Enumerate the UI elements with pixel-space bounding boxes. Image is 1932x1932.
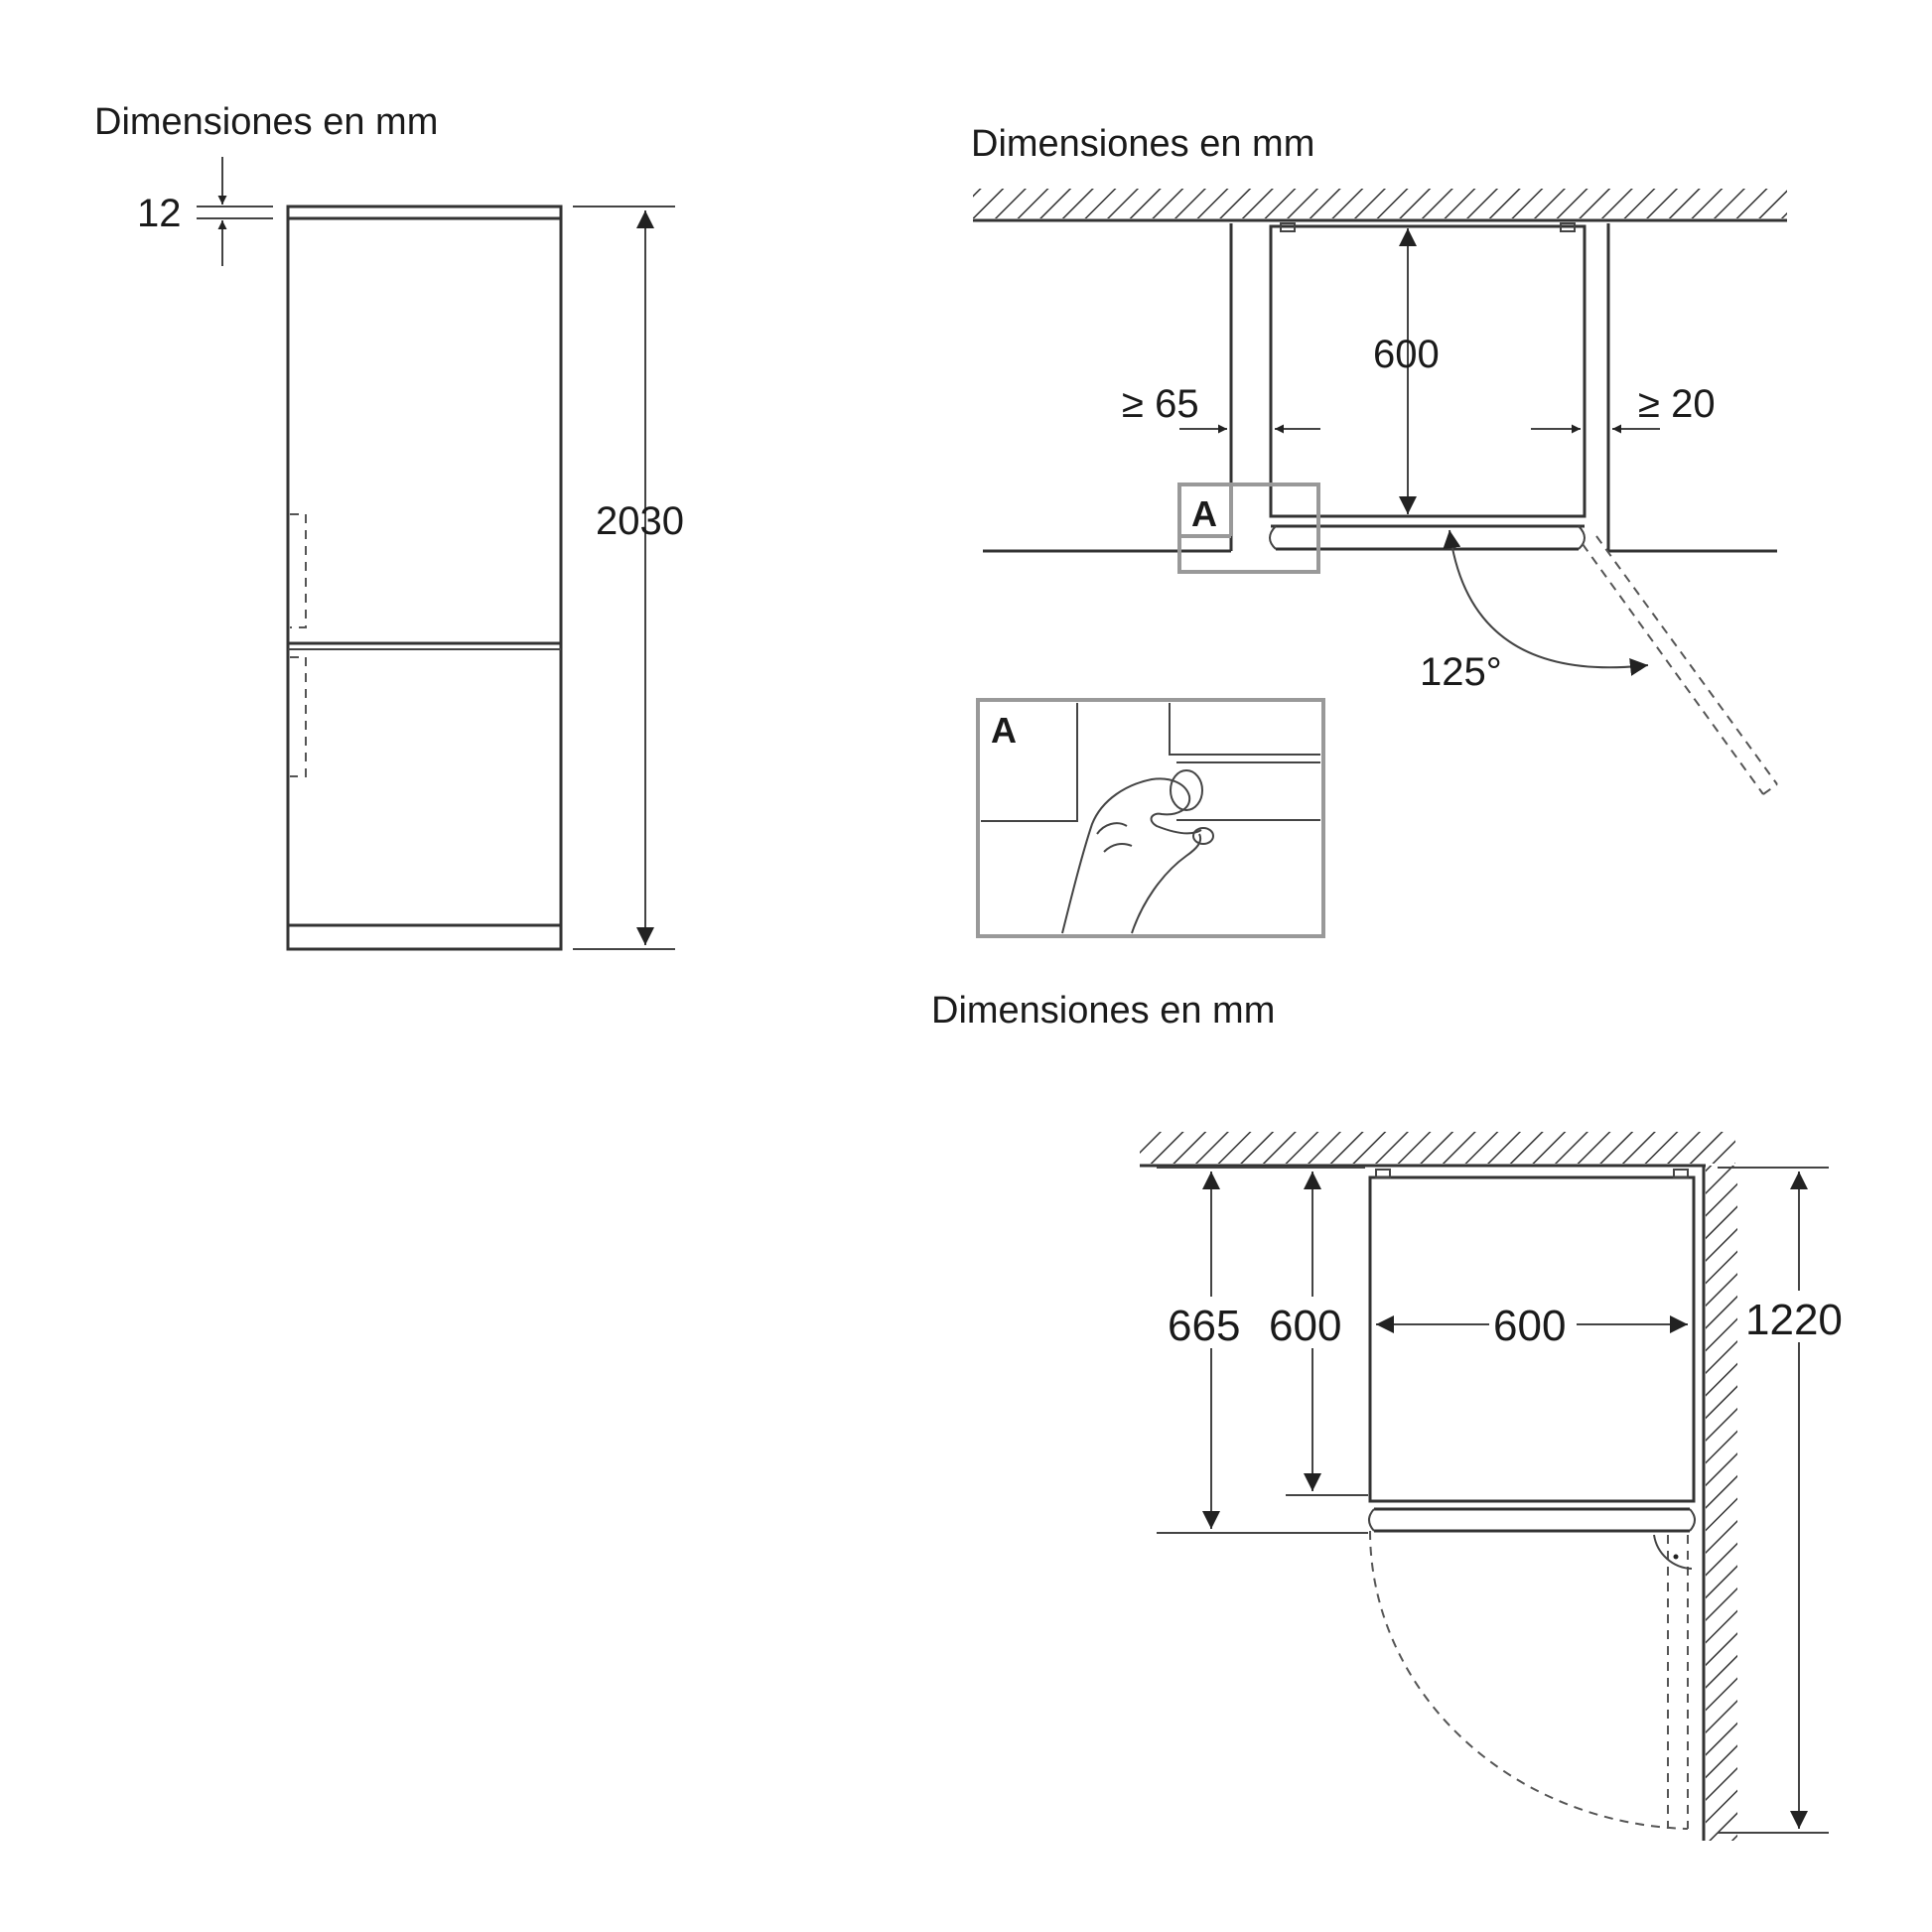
detail-appliance-corner <box>1169 703 1320 756</box>
appliance-plan-body <box>1269 224 1587 518</box>
right-clearance-label: ≥ 20 <box>1638 382 1716 426</box>
corner-hinge-left <box>1368 1508 1375 1532</box>
detail-callout-box <box>1177 483 1320 574</box>
corner-spacer-left <box>1375 1169 1391 1178</box>
corner-spacer-right <box>1673 1169 1689 1178</box>
depth-with-door-label-bg <box>1166 1297 1255 1348</box>
open-door-edge-1 <box>1582 543 1764 795</box>
corner-depth-label: 600 <box>1269 1302 1341 1350</box>
front-view-title: Dimensiones en mm <box>94 101 438 143</box>
door-sweep-arc <box>1369 1530 1689 1830</box>
door-sweep-label-bg <box>1745 1291 1853 1342</box>
corner-depth-label-bg <box>1267 1297 1356 1348</box>
front-view-figure: Dimensiones en mm 12 2030 <box>94 101 684 951</box>
corner-appliance-body <box>1368 1175 1696 1503</box>
top-gap-label: 12 <box>137 192 182 235</box>
upper-handle-hidden <box>290 513 307 628</box>
detail-cabinet-corner <box>981 703 1078 822</box>
rear-spacer-right <box>1560 222 1576 232</box>
lower-handle-hidden <box>290 656 307 777</box>
hinge-left <box>1269 525 1277 550</box>
height-label: 2030 <box>596 499 684 543</box>
corner-hinge-right <box>1689 1508 1696 1532</box>
back-wall-hatch <box>973 189 1787 218</box>
detail-panel-marker: A <box>991 710 1017 751</box>
corner-width-label: 600 <box>1493 1302 1566 1350</box>
door-sweep-label: 1220 <box>1745 1296 1843 1344</box>
corner-back-wall-hatch <box>1140 1132 1735 1164</box>
rear-spacer-left <box>1280 222 1296 232</box>
left-clearance-label: ≥ 65 <box>1122 382 1199 426</box>
top-view-title: Dimensiones en mm <box>971 123 1314 165</box>
right-angle-dot <box>1673 1554 1679 1560</box>
hand-illustration <box>1061 769 1214 934</box>
door-angle-label: 125° <box>1420 650 1502 694</box>
depth-with-door-label: 665 <box>1168 1302 1240 1350</box>
appliance-body <box>286 205 563 951</box>
detail-panel-a: A <box>976 698 1325 938</box>
detail-marker: A <box>1191 493 1217 534</box>
open-door-edge-2 <box>1595 535 1778 785</box>
corner-view-title: Dimensiones en mm <box>931 990 1275 1032</box>
open-door-end <box>1762 783 1778 795</box>
depth-label: 600 <box>1373 333 1440 376</box>
corner-side-wall-hatch <box>1706 1166 1737 1841</box>
door-angle-arc <box>1443 529 1649 676</box>
corner-width-label-bg <box>1489 1297 1577 1348</box>
corner-view-figure: Dimensiones en mm 600 665 600 <box>931 990 1853 1841</box>
right-angle-indicator <box>1653 1534 1693 1570</box>
detail-panel-frame <box>976 698 1325 938</box>
top-view-figure: Dimensiones en mm 600 ≥ 65 ≥ 20 A <box>971 123 1787 795</box>
